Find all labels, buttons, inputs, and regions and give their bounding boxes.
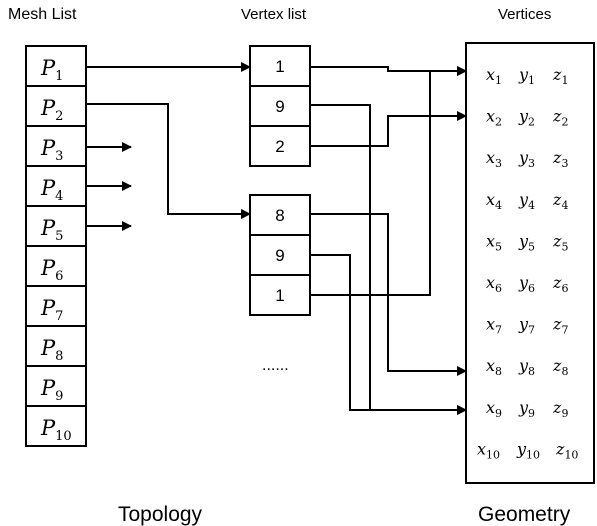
arrow-vertex-1b-to-x1 (310, 66, 467, 296)
vertex-list-cell (249, 45, 311, 87)
vertex-list-cell (249, 274, 311, 316)
vertex-list-index: 9 (275, 97, 284, 116)
footer-geometry: Geometry (478, 503, 571, 526)
arrow-vertex-2-to-x2 (310, 111, 467, 147)
vertex-list-index: 9 (275, 246, 284, 265)
footer-topology: Topology (118, 503, 203, 526)
vertex-list: 1 9 2 8 9 1 (249, 45, 311, 316)
mesh-list-cell (25, 205, 87, 247)
header-vertex-list: Vertex list (241, 6, 307, 23)
vertex-list-index: 1 (275, 57, 284, 76)
vertex-list-cell (249, 85, 311, 127)
header-vertices: Vertices (498, 6, 551, 23)
vertex-list-index: 1 (275, 286, 284, 305)
mesh-list-cell (25, 285, 87, 327)
vertices-box (465, 42, 595, 484)
header-mesh-list: Mesh List (8, 6, 77, 23)
mesh-list-cell (25, 365, 87, 407)
arrow-vertex-8-to-x8 (310, 213, 467, 376)
vertex-list-cell (249, 125, 311, 167)
mesh-list-cell (25, 45, 87, 87)
vertex-list-cell (249, 234, 311, 276)
vertex-list-cell (249, 194, 311, 236)
mesh-list-cell (25, 405, 87, 447)
mesh-list-cell (25, 125, 87, 167)
vertex-list-index: 8 (275, 206, 284, 225)
arrow-vertex-9b-to-x9 (310, 254, 467, 415)
arrow-p2-to-vertex-list-2 (86, 103, 251, 219)
vertex-list-ellipsis: ...... (262, 357, 289, 374)
connectors (86, 62, 467, 415)
mesh-list-cell (25, 165, 87, 207)
vertex-list-index: 2 (275, 137, 284, 156)
arrow-vertex-1-to-x1 (310, 66, 467, 76)
